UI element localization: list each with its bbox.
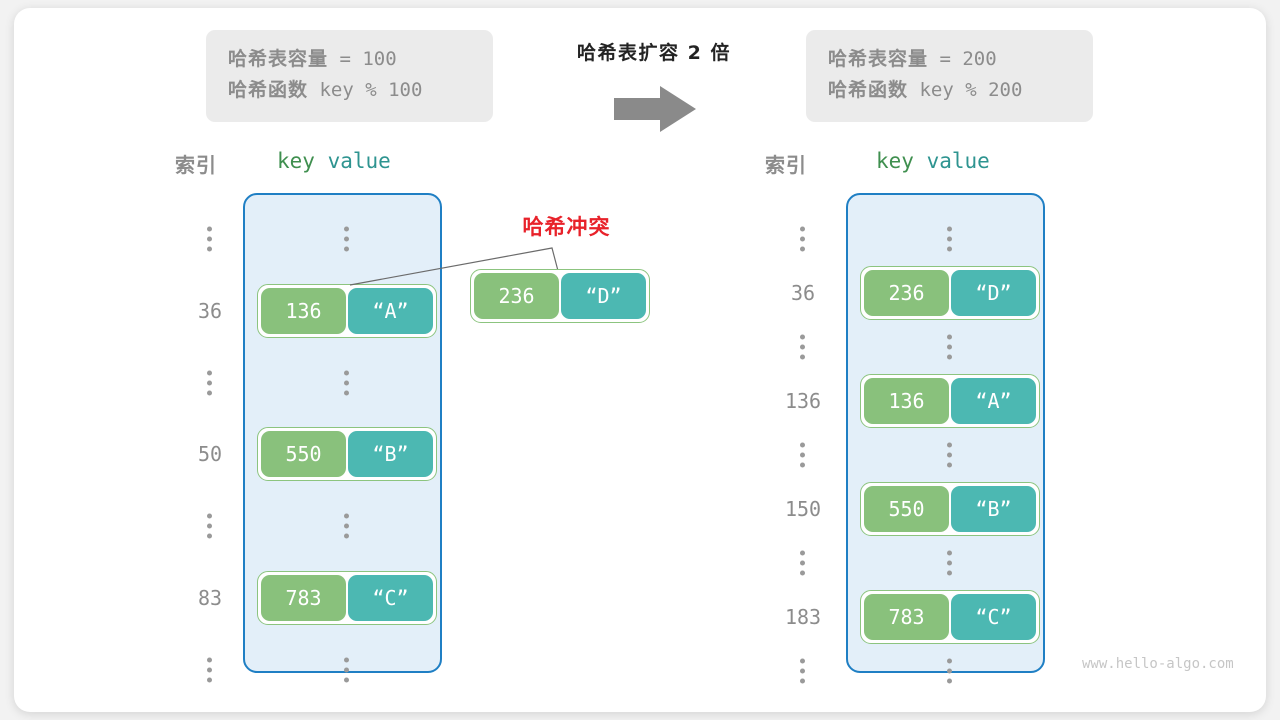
collision-floating-pair: 236 “D”	[470, 269, 650, 323]
index-label: 136	[784, 389, 822, 413]
index-label: 83	[197, 586, 223, 610]
key-box: 550	[864, 486, 949, 532]
right-capacity-line: 哈希表容量 = 200	[828, 44, 1071, 75]
value-box: “D”	[951, 270, 1036, 316]
left-hashfunc-label: 哈希函数	[228, 79, 309, 101]
right-hashfunc-value: key % 200	[908, 79, 1023, 101]
vertical-ellipsis-icon	[947, 334, 953, 360]
value-box: “B”	[951, 486, 1036, 532]
index-label: 183	[784, 605, 822, 629]
collision-connector-lines	[349, 247, 563, 287]
key-value-pair: 550“B”	[257, 427, 437, 482]
left-hashfunc-value: key % 100	[308, 79, 423, 101]
vertical-ellipsis-icon	[207, 513, 213, 539]
key-value-pair: 236“D”	[860, 266, 1040, 320]
vertical-ellipsis-icon	[947, 226, 953, 252]
index-ellipsis	[768, 550, 838, 576]
right-value-header-label: value	[913, 149, 990, 173]
right-kv-header: key value	[876, 149, 990, 173]
vertical-ellipsis-icon	[207, 370, 213, 396]
vertical-ellipsis-icon	[800, 658, 806, 684]
key-box: 136	[261, 287, 346, 334]
index-ellipsis	[175, 226, 245, 252]
left-value-header-label: value	[314, 149, 391, 173]
key-value-pair: 136“A”	[860, 374, 1040, 428]
right-hash-config-box: 哈希表容量 = 200 哈希函数 key % 200	[806, 30, 1093, 122]
value-box: “A”	[348, 287, 433, 334]
value-box: “B”	[348, 431, 433, 478]
vertical-ellipsis-icon	[207, 657, 213, 683]
vertical-ellipsis-icon	[800, 550, 806, 576]
collision-key-box: 236	[474, 273, 559, 319]
key-value-pair: 783“C”	[257, 571, 437, 625]
left-kv-header: key value	[277, 149, 391, 173]
watermark: www.hello-algo.com	[1082, 656, 1234, 672]
index-ellipsis	[768, 442, 838, 468]
key-box: 783	[261, 575, 346, 621]
vertical-ellipsis-icon	[800, 334, 806, 360]
index-ellipsis	[175, 657, 245, 683]
left-key-header-label: key	[277, 149, 315, 173]
value-box: “C”	[951, 594, 1036, 640]
index-label: 150	[784, 497, 822, 521]
diagram-card: 哈希表容量 = 100 哈希函数 key % 100 哈希表扩容 2 倍 哈希表…	[14, 8, 1266, 712]
vertical-ellipsis-icon	[344, 657, 350, 683]
right-key-header-label: key	[876, 149, 914, 173]
index-ellipsis	[175, 370, 245, 396]
vertical-ellipsis-icon	[207, 226, 213, 252]
value-box: “A”	[951, 378, 1036, 424]
vertical-ellipsis-icon	[344, 226, 350, 252]
index-label: 36	[790, 281, 816, 305]
index-ellipsis	[175, 513, 245, 539]
key-box: 783	[864, 594, 949, 640]
collision-label: 哈希冲突	[522, 215, 611, 239]
key-value-pair: 136“A”	[257, 283, 437, 338]
left-capacity-line: 哈希表容量 = 100	[228, 44, 471, 75]
left-hashfunc-line: 哈希函数 key % 100	[228, 75, 471, 106]
index-label: 36	[197, 298, 223, 323]
index-ellipsis	[768, 334, 838, 360]
left-capacity-value: = 100	[328, 48, 397, 70]
key-box: 550	[261, 431, 346, 478]
vertical-ellipsis-icon	[947, 658, 953, 684]
key-box: 236	[864, 270, 949, 316]
right-capacity-label: 哈希表容量	[828, 48, 929, 70]
vertical-ellipsis-icon	[947, 550, 953, 576]
left-hash-config-box: 哈希表容量 = 100 哈希函数 key % 100	[206, 30, 493, 122]
key-value-pair: 783“C”	[860, 590, 1040, 644]
transform-title: 哈希表扩容 2 倍	[577, 42, 731, 64]
right-capacity-value: = 200	[928, 48, 997, 70]
left-index-header: 索引	[175, 153, 217, 177]
right-hashfunc-line: 哈希函数 key % 200	[828, 75, 1071, 106]
left-capacity-label: 哈希表容量	[228, 48, 329, 70]
vertical-ellipsis-icon	[800, 226, 806, 252]
value-box: “C”	[348, 575, 433, 621]
vertical-ellipsis-icon	[344, 513, 350, 539]
right-arrow-icon	[614, 86, 696, 132]
vertical-ellipsis-icon	[800, 442, 806, 468]
collision-value-box: “D”	[561, 273, 646, 319]
index-label: 50	[197, 442, 223, 467]
vertical-ellipsis-icon	[947, 442, 953, 468]
key-box: 136	[864, 378, 949, 424]
right-index-header: 索引	[765, 153, 807, 177]
vertical-ellipsis-icon	[344, 370, 350, 396]
key-value-pair: 550“B”	[860, 482, 1040, 536]
index-ellipsis	[768, 226, 838, 252]
index-ellipsis	[768, 658, 838, 684]
right-hashfunc-label: 哈希函数	[828, 79, 909, 101]
